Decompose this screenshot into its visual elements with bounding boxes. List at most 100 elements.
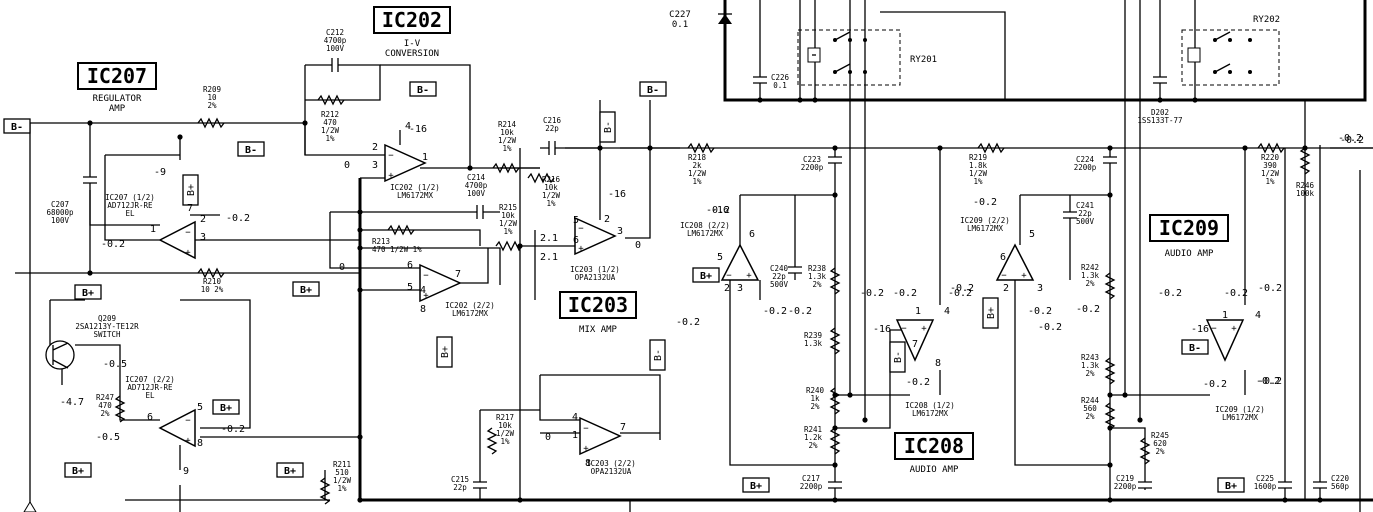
- junction-dot: [1282, 497, 1288, 503]
- junction-dot: [177, 134, 183, 140]
- rail-tag-b-plus: B+: [982, 297, 999, 329]
- rail-tag-b-minus: B-: [639, 81, 667, 97]
- voltage-label: -16: [873, 324, 891, 335]
- rail-tag-text: B-: [1189, 343, 1201, 354]
- d202-value: 0.1: [672, 20, 688, 30]
- junction-dot: [357, 245, 363, 251]
- opamp-ic203-2: −+IC203 (1/2)OPA2132UA: [570, 216, 620, 282]
- junction-dot: [832, 425, 838, 431]
- ic209-role: AUDIO AMP: [1165, 249, 1214, 259]
- opamp-symbol: [1205, 319, 1245, 362]
- resistor-symbol: [1257, 142, 1285, 154]
- relay-supply-bus: [723, 0, 1367, 102]
- block-ic203: IC203 MIX AMP: [559, 291, 637, 335]
- pin-number: 2: [200, 214, 206, 225]
- junction-dot: [862, 417, 868, 423]
- opamp-symbol: [895, 319, 935, 362]
- junction-dot: [1107, 425, 1113, 431]
- pin-number: 6: [573, 235, 579, 246]
- rail-tag-b-minus: B-: [649, 339, 666, 371]
- voltage-label: -0.2: [676, 317, 700, 328]
- capacitor-symbol: [476, 205, 484, 219]
- junction-dot: [832, 497, 838, 503]
- rail-tag-text: B-: [245, 145, 257, 156]
- capacitor-symbol: [788, 266, 802, 274]
- rail-tag-text: B-: [11, 122, 23, 133]
- pin-number: 4: [420, 285, 426, 296]
- pin-number: 2: [604, 214, 610, 225]
- diode-d202: C227 0.1: [669, 10, 732, 30]
- pin-number: 3: [1037, 283, 1043, 294]
- junction-dot: [832, 392, 838, 398]
- opamp-ref-label: IC203 (1/2)OPA2132UA: [570, 265, 620, 282]
- inverting-input-mark: −: [1211, 324, 1217, 334]
- pin-number: 8: [935, 358, 941, 369]
- capacitor-symbol: [1063, 211, 1077, 219]
- junction-dot: [517, 497, 523, 503]
- pin-number: 7: [912, 339, 918, 350]
- opamp-ic209-8: −+IC209 (2/2)LM6172MX: [960, 216, 1035, 281]
- resistor-symbol: [829, 427, 841, 455]
- pin-number: 5: [573, 215, 579, 226]
- capacitor-symbol: [331, 58, 339, 72]
- noninverting-input-mark: +: [1021, 271, 1027, 281]
- voltage-label: -0.2: [226, 213, 250, 224]
- noninverting-input-mark: +: [1231, 324, 1237, 334]
- label-layer: -160-9-0.2-0.2-0.2-0.5-0.5-4.7-0.202.12.…: [60, 97, 1364, 503]
- opamp-ref-label: IC209 (2/2)LM6172MX: [960, 216, 1010, 233]
- resistor-symbol: [486, 427, 498, 455]
- rail-tag-b-plus: B+: [1217, 477, 1245, 493]
- junction-dot: [467, 165, 473, 171]
- pin-number: 6: [1000, 252, 1006, 263]
- voltage-label: 0: [344, 160, 350, 171]
- noninverting-input-mark: +: [921, 324, 927, 334]
- rail-tag-b-plus: B+: [276, 462, 304, 478]
- opamp-ref-label: IC208 (2/2)LM6172MX: [680, 221, 730, 238]
- opamp-ref-label: IC202 (2/2)LM6172MX: [445, 301, 495, 318]
- voltage-label: -0.2: [893, 288, 917, 299]
- pin-number: 2: [724, 283, 730, 294]
- pin-number: 9: [183, 466, 189, 477]
- rail-tag-b-minus: B-: [1181, 339, 1209, 355]
- inverting-input-mark: −: [185, 228, 191, 238]
- pin-number: 7: [187, 203, 193, 214]
- noninverting-input-mark: +: [578, 244, 584, 254]
- rail-tag-b-plus: B+: [692, 267, 720, 283]
- voltage-label: -16: [409, 124, 427, 135]
- voltage-label: -0.2: [221, 424, 245, 435]
- voltage-label: -0.2: [1158, 288, 1182, 299]
- resistor-symbol: [495, 240, 523, 252]
- opamp-symbol: [384, 143, 427, 183]
- resistor-symbol: [829, 387, 841, 415]
- junction-dot: [597, 145, 603, 151]
